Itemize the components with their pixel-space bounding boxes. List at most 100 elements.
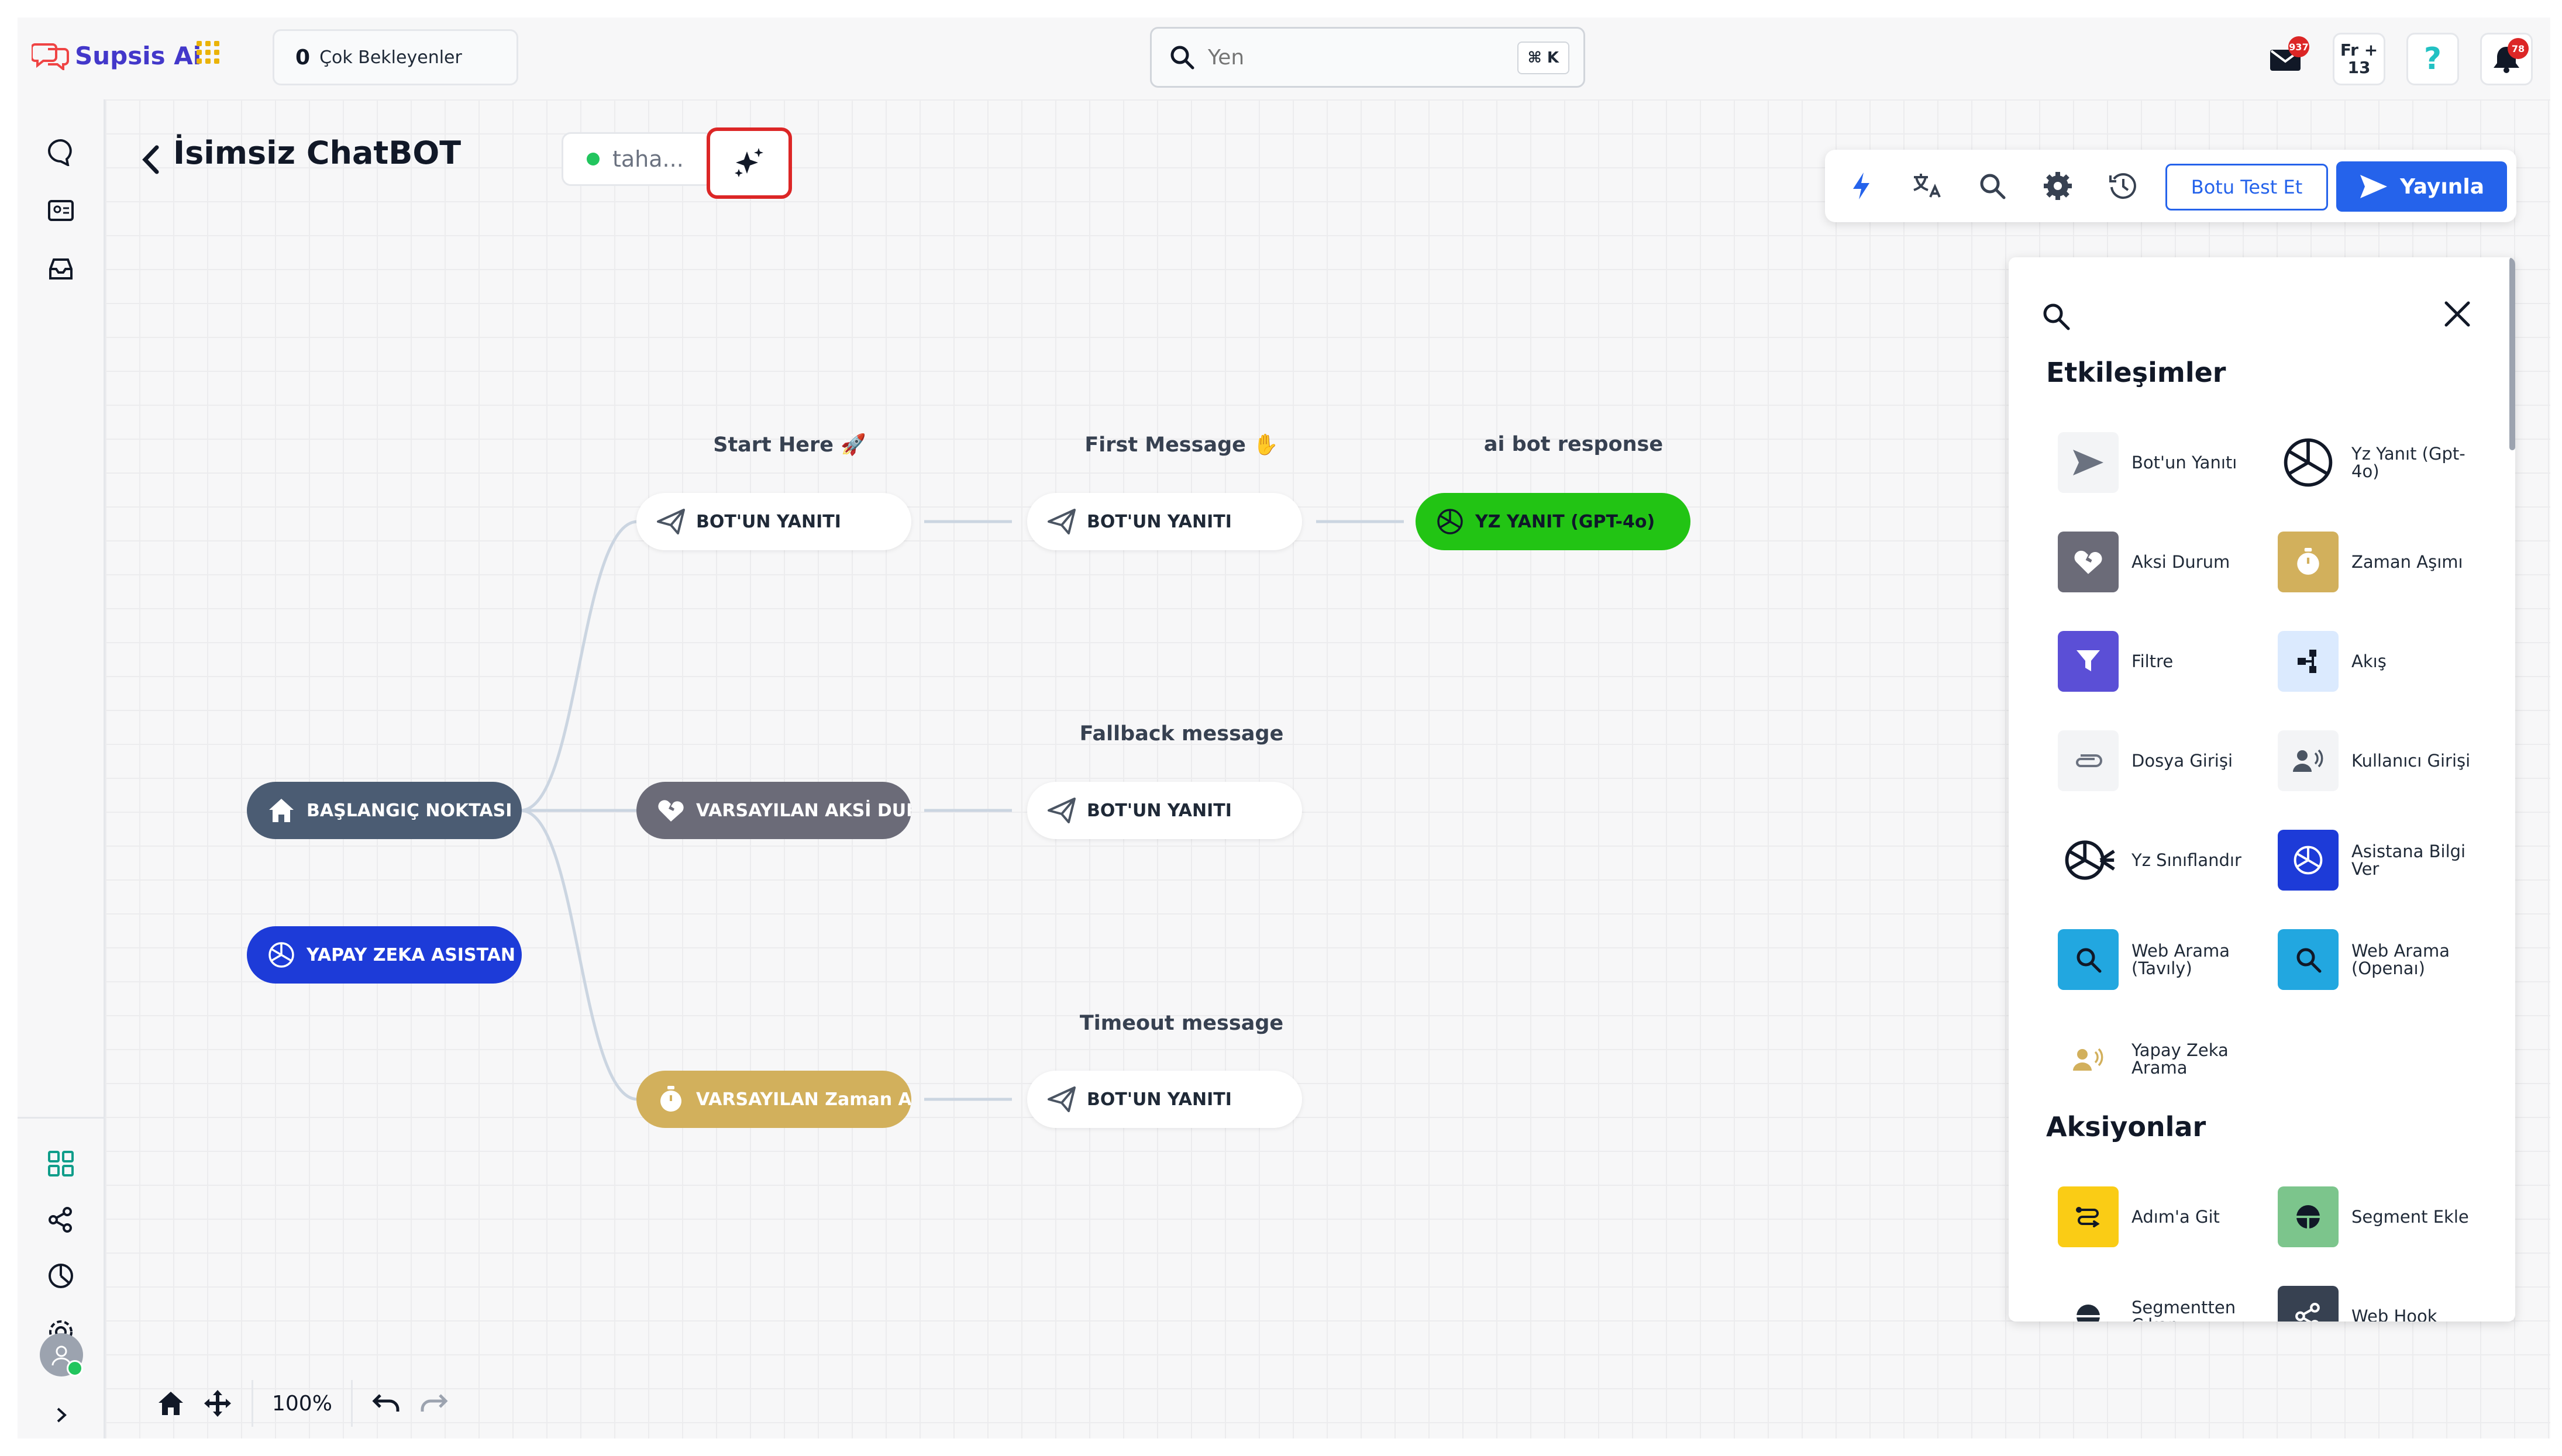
- active-user-pill[interactable]: taha...: [562, 132, 714, 186]
- item-flow[interactable]: Akış: [2278, 629, 2488, 694]
- global-search[interactable]: ⌘ K: [1150, 27, 1585, 88]
- expand-sidebar-icon[interactable]: [43, 1398, 78, 1433]
- node-bot-reply[interactable]: BOT'UN YANITI: [1027, 1071, 1302, 1128]
- dashboard-icon[interactable]: [43, 1146, 78, 1181]
- node-start[interactable]: BAŞLANGIÇ NOKTASI: [247, 782, 522, 839]
- share-icon[interactable]: [43, 1202, 78, 1237]
- item-web-search-openai[interactable]: Web Arama (Openaı): [2278, 927, 2488, 992]
- publish-button[interactable]: Yayınla: [2336, 161, 2507, 212]
- zoom-level[interactable]: 100%: [272, 1391, 332, 1416]
- section-interactions: Etkileşimler: [2046, 357, 2226, 388]
- contacts-icon[interactable]: [43, 193, 78, 228]
- item-remove-segment[interactable]: Segmentten Çıkar: [2058, 1284, 2268, 1322]
- send-icon: [1047, 796, 1076, 825]
- filter-icon: [2058, 631, 2119, 692]
- online-dot: [587, 153, 600, 165]
- node-bot-reply[interactable]: BOT'UN YANITI: [1027, 493, 1302, 550]
- search-icon[interactable]: [1975, 168, 2010, 203]
- openai-icon: [2278, 830, 2339, 891]
- move-icon[interactable]: [194, 1380, 241, 1427]
- node-label: VARSAYILAN Zaman Aşımı: [696, 1089, 911, 1110]
- fr-plus-button[interactable]: Fr +13: [2333, 33, 2385, 85]
- page-title[interactable]: İsimsiz ChatBOT: [173, 134, 462, 171]
- node-label: YAPAY ZEKA ASISTAN: [307, 944, 516, 965]
- item-file-input[interactable]: Dosya Girişi: [2058, 729, 2268, 793]
- section-actions: Aksiyonlar: [2046, 1111, 2206, 1143]
- editor-toolbar: Botu Test Et Yayınla: [1825, 150, 2516, 222]
- item-add-segment[interactable]: Segment Ekle: [2278, 1185, 2488, 1249]
- item-ai-search[interactable]: Yapay Zeka Arama: [2058, 1027, 2268, 1091]
- node-bot-reply[interactable]: BOT'UN YANITI: [636, 493, 911, 550]
- gear-icon[interactable]: [2040, 168, 2075, 203]
- app-window: Supsis Ai 0 Çok Bekleyenler ⌘ K 937: [18, 18, 2550, 1438]
- sparkles-icon: [735, 148, 763, 177]
- pending-label: Çok Bekleyenler: [319, 47, 462, 68]
- openai-icon: [1435, 507, 1465, 536]
- label-start-here: Start Here 🚀: [713, 433, 866, 457]
- item-assistant-info[interactable]: Asistana Bilgi Ver: [2278, 828, 2488, 892]
- item-filter[interactable]: Filtre: [2058, 629, 2268, 694]
- notifications-badge: 78: [2508, 38, 2529, 59]
- chat-icon[interactable]: [43, 134, 78, 170]
- item-web-search-tavily[interactable]: Web Arama (Tavıly): [2058, 927, 2268, 992]
- user-avatar[interactable]: [40, 1333, 83, 1376]
- home-icon[interactable]: [147, 1380, 194, 1427]
- search-input[interactable]: [1207, 44, 1490, 70]
- apps-grid-icon[interactable]: [197, 41, 220, 67]
- item-user-input[interactable]: Kullanıcı Girişi: [2278, 729, 2488, 793]
- share-icon: [2278, 1286, 2339, 1322]
- node-yz-reply[interactable]: YZ YANIT (GPT-4o): [1416, 493, 1690, 550]
- item-timeout[interactable]: Zaman Aşımı: [2278, 530, 2488, 594]
- broken-heart-icon: [656, 796, 686, 825]
- node-default-fallback[interactable]: VARSAYILAN AKSİ DURUM: [636, 782, 911, 839]
- search-icon: [2058, 929, 2119, 990]
- ai-magic-button[interactable]: [707, 127, 792, 199]
- pending-counter[interactable]: 0 Çok Bekleyenler: [273, 29, 518, 85]
- node-label: BAŞLANGIÇ NOKTASI: [307, 800, 512, 821]
- test-bot-button[interactable]: Botu Test Et: [2165, 164, 2328, 211]
- mail-button[interactable]: 937: [2259, 33, 2312, 85]
- user-voice-icon: [2278, 730, 2339, 791]
- search-icon: [1170, 46, 1194, 70]
- label-fallback-message: Fallback message: [1079, 722, 1284, 746]
- chevron-left-icon: [142, 145, 159, 174]
- node-default-timeout[interactable]: VARSAYILAN Zaman Aşımı: [636, 1071, 911, 1128]
- flow-icon: [2278, 631, 2339, 692]
- label-first-message: First Message ✋: [1084, 433, 1279, 457]
- search-icon: [2278, 929, 2339, 990]
- lightning-icon[interactable]: [1844, 168, 1879, 203]
- active-user-label: taha...: [612, 146, 684, 172]
- item-bot-reply[interactable]: Bot'un Yanıtı: [2058, 430, 2268, 495]
- notifications-button[interactable]: 78: [2480, 33, 2533, 85]
- translate-icon[interactable]: [1909, 168, 1944, 203]
- sidebar-divider: [18, 1117, 105, 1119]
- controls-divider: [350, 1380, 353, 1427]
- panel-scrollbar[interactable]: [2509, 257, 2515, 450]
- node-label: VARSAYILAN AKSİ DURUM: [696, 800, 911, 821]
- logo[interactable]: Supsis Ai: [32, 41, 201, 70]
- item-fallback[interactable]: Aksi Durum: [2058, 530, 2268, 594]
- back-button[interactable]: [140, 144, 161, 178]
- node-bot-reply[interactable]: BOT'UN YANITI: [1027, 782, 1302, 839]
- controls-divider: [252, 1380, 253, 1427]
- inbox-icon[interactable]: [43, 251, 78, 287]
- openai-classify-icon: [2058, 830, 2119, 891]
- history-icon[interactable]: [2106, 168, 2141, 203]
- help-button[interactable]: ?: [2406, 33, 2459, 85]
- item-web-hook[interactable]: Web Hook: [2278, 1284, 2488, 1322]
- panel-search-icon[interactable]: [2041, 302, 2071, 333]
- search-shortcut: ⌘ K: [1517, 42, 1569, 74]
- send-icon: [2360, 175, 2387, 198]
- close-icon[interactable]: [2442, 298, 2473, 332]
- broken-heart-icon: [2058, 532, 2119, 592]
- node-ai-assistant[interactable]: YAPAY ZEKA ASISTAN: [247, 926, 522, 984]
- stopwatch-icon: [656, 1085, 686, 1114]
- redo-icon[interactable]: [410, 1380, 457, 1427]
- reports-icon[interactable]: [43, 1258, 78, 1293]
- undo-icon[interactable]: [363, 1380, 410, 1427]
- node-label: BOT'UN YANITI: [1087, 800, 1232, 821]
- item-yz-classify[interactable]: Yz Sınıflandır: [2058, 828, 2268, 892]
- item-goto-step[interactable]: Adım'a Git: [2058, 1185, 2268, 1249]
- stopwatch-icon: [2278, 532, 2339, 592]
- item-yz-reply[interactable]: Yz Yanıt (Gpt-4o): [2278, 430, 2488, 495]
